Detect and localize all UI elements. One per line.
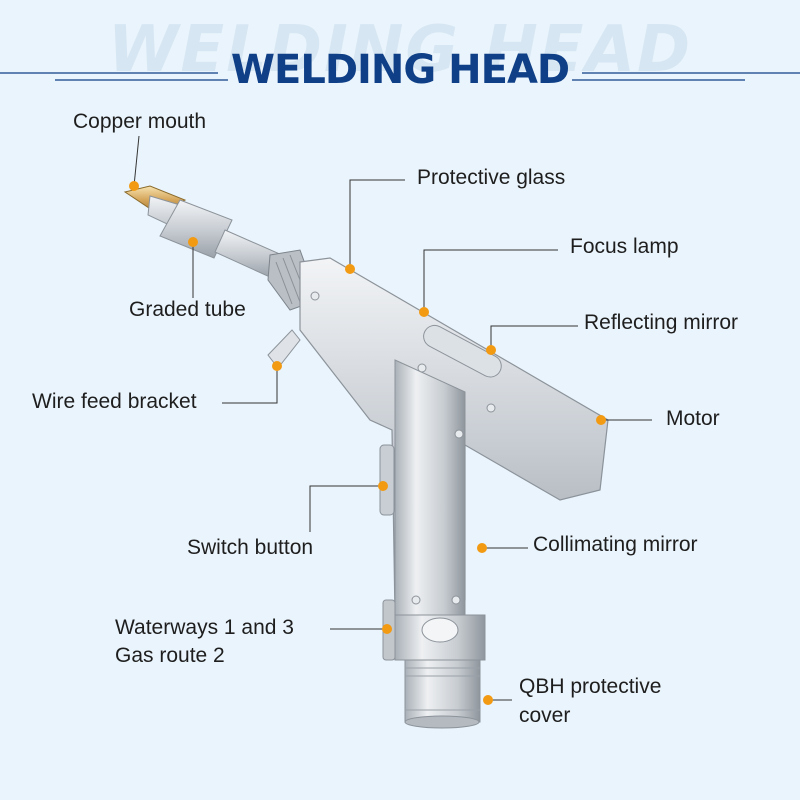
- collar-recess: [421, 617, 459, 643]
- dot-switch-button: [378, 481, 388, 491]
- handle: [394, 359, 466, 616]
- label-reflecting-mirror: Reflecting mirror: [584, 311, 739, 334]
- label-switch-button: Switch button: [187, 536, 314, 559]
- qbh-cover-shape: [404, 659, 481, 723]
- dot-graded-tube: [188, 237, 198, 247]
- welding-head-illustration: [123, 185, 609, 729]
- dot-copper-mouth: [129, 181, 139, 191]
- label-waterways: Waterways 1 and 3: [115, 616, 294, 639]
- label-collimating-mirror: Collimating mirror: [533, 533, 698, 556]
- page-title: WELDING HEAD: [230, 47, 570, 93]
- title-rules: [0, 72, 800, 81]
- dot-waterways: [382, 624, 392, 634]
- dot-qbh-cover: [483, 695, 493, 705]
- callout-dots: [129, 181, 606, 705]
- dot-collimating-mirror: [477, 543, 487, 553]
- graded-tube-body: [159, 199, 233, 259]
- dot-protective-glass: [345, 264, 355, 274]
- title-watermark: WELDING HEAD: [107, 13, 693, 87]
- nozzle-assembly: [123, 185, 319, 311]
- label-motor: Motor: [666, 407, 720, 430]
- dot-reflecting-mirror: [486, 345, 496, 355]
- slot-window: [423, 324, 502, 378]
- label-copper-mouth: Copper mouth: [73, 110, 207, 133]
- dot-focus-lamp: [419, 307, 429, 317]
- dot-motor: [596, 415, 606, 425]
- switch-button-shape: [379, 444, 395, 516]
- dot-wire-feed-bracket: [272, 361, 282, 371]
- label-protective-glass: Protective glass: [417, 166, 566, 189]
- leader-lines: [133, 135, 652, 701]
- label-gas-route: Gas route 2: [115, 644, 225, 667]
- label-qbh-cover-line2: cover: [519, 704, 571, 727]
- label-wire-feed-bracket: Wire feed bracket: [32, 390, 197, 413]
- label-focus-lamp: Focus lamp: [570, 235, 679, 258]
- label-graded-tube: Graded tube: [129, 298, 246, 321]
- wire-feed-bracket-shape: [267, 329, 301, 369]
- label-qbh-cover-line1: QBH protective: [519, 675, 662, 698]
